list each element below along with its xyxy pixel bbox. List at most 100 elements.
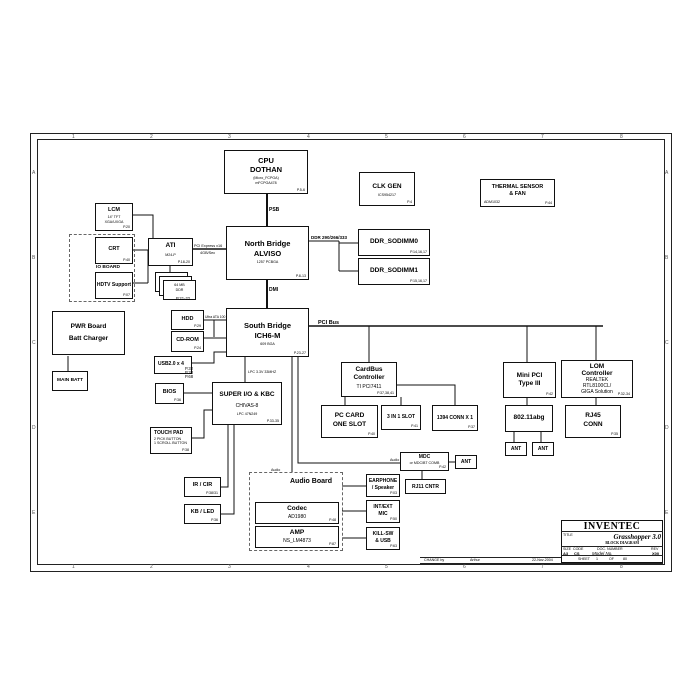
sodimm1-block[interactable]: DDR_SODIMM1 P.15,16,17 (358, 258, 430, 285)
vram-block[interactable]: 64 MB DDR (163, 280, 196, 300)
row-tick-d: D (32, 425, 36, 431)
title-block-bottom-line (420, 563, 663, 564)
rj45-title1: RJ45 (585, 412, 601, 419)
row-tick-e: E (32, 510, 36, 516)
pci-bus-label: PCI Bus (318, 320, 340, 326)
wifi-title: 802.11abg (513, 414, 545, 421)
northbridge-block[interactable]: North Bridge ALVISO 1257 PCBGA P.8-13 (226, 226, 309, 280)
thermal-title2: & FAN (509, 191, 526, 197)
superio-detail1: CHIVAS-8 (235, 403, 259, 409)
company-name: INVENTEC (583, 521, 641, 532)
cpu-title: CPU (258, 156, 274, 165)
pwrboard-block[interactable]: PWR Board Batt Charger (52, 311, 125, 355)
thermal-block[interactable]: THERMAL SENSOR & FAN ADM1032 P.44 (480, 179, 555, 207)
southbridge-block[interactable]: South Bridge ICH6-M 609 BGA P.23-27 (226, 308, 309, 357)
touchpad-detail1: 2 PICK BUTTON (154, 437, 182, 441)
cpu-detail2: mFCPGA478 (255, 181, 277, 185)
sodimm0-page: P.14,16,17 (410, 250, 427, 254)
lom-detail3: GIGA Solution (581, 389, 613, 395)
cardbus-block[interactable]: CardBus Controller TI PCI7411 P.37,38,41 (341, 362, 397, 397)
wire-ircir (221, 425, 229, 488)
sheet-value: 1 (596, 557, 598, 561)
rj11-block[interactable]: RJ11 CNTR (405, 479, 446, 494)
row-tick-a-r: A (665, 170, 669, 176)
earphone-block[interactable]: EARPHONE / Speaker P.03 (366, 474, 400, 497)
pccard-block[interactable]: PC CARD ONE SLOT P.40 (321, 405, 378, 438)
sodimm0-title: DDR_SODIMM0 (369, 238, 419, 245)
size-value: A3 (563, 551, 569, 556)
codec-title: Codec (287, 505, 307, 512)
kbled-block[interactable]: KB / LED P.36 (184, 504, 221, 524)
wire-touchpad (192, 409, 212, 439)
minipci-title1: Mini PCI (516, 372, 543, 379)
col-tick-8: 8 (620, 134, 623, 140)
title-block-line-3 (561, 555, 663, 556)
codec-detail: AD1980 (287, 514, 307, 520)
threeinone-title: 3 IN 1 SLOT (386, 414, 416, 420)
clkgen-page: P.4 (407, 200, 412, 204)
bios-page: P.36 (174, 398, 181, 402)
intext-title1: INT/EXT (373, 504, 393, 510)
audio-board-group (249, 472, 343, 551)
conn1394-block[interactable]: 1394 CONN X 1 P.37 (432, 405, 478, 431)
killsw-block[interactable]: KILL-SW & USB P.63 (366, 527, 400, 550)
lcm-block[interactable]: LCM 14" TFT XGA/UXGA P.20 (95, 203, 133, 231)
ant3-title: ANT (460, 459, 472, 465)
rj45-block[interactable]: RJ45 CONN P.35 (565, 405, 621, 438)
clkgen-block[interactable]: CLK GEN ICS954217 P.4 (359, 172, 415, 206)
touchpad-block[interactable]: TOUCH PAD 2 PICK BUTTON 1 SCROLL BUTTON … (150, 427, 192, 454)
vram-page: P.21-22 (176, 296, 191, 301)
amp-block[interactable]: AMP NS_LM4873 P.87 (255, 526, 339, 548)
amp-title: AMP (289, 529, 305, 536)
ati-detail: M24-P (165, 253, 176, 257)
threeinone-block[interactable]: 3 IN 1 SLOT P.41 (381, 405, 421, 430)
sodimm1-page: P.15,16,17 (410, 279, 427, 283)
cdrom-block[interactable]: CD-ROM P.24 (171, 331, 204, 352)
date-value: 22-Nov-2004 (532, 558, 553, 562)
killsw-title2: & USB (375, 538, 391, 544)
ant2-block[interactable]: ANT (532, 442, 554, 456)
touchpad-title: TOUCH PAD (154, 430, 184, 436)
conn1394-page: P.37 (468, 425, 475, 429)
cdrom-page: P.24 (194, 346, 201, 350)
ant3-block[interactable]: ANT (455, 455, 477, 469)
ircir-block[interactable]: IR / CIR P.38/31 (184, 477, 221, 497)
crt-page: P.40 (123, 258, 130, 262)
vram-line1: 64 MB (174, 283, 185, 287)
ati-block[interactable]: ATI M24-P P.18-20 (148, 238, 193, 266)
cpu-subtitle: DOTHAN (249, 165, 283, 174)
of-label: OF (609, 557, 614, 561)
mainbatt-title: MAIN BATT (56, 378, 84, 383)
southbridge-title1: South Bridge (243, 321, 292, 330)
minipci-title2: Type III (518, 380, 541, 387)
col-tick-1: 1 (72, 134, 75, 140)
usb-page-3: P.68 (185, 374, 194, 379)
codec-block[interactable]: Codec AD1980 P.48 (255, 502, 339, 524)
intext-mic-block[interactable]: INT/EXT MIC P.50 (366, 500, 400, 523)
ant1-block[interactable]: ANT (505, 442, 527, 456)
crt-block[interactable]: CRT P.40 (95, 237, 133, 264)
usb-page-2: P.33 (185, 370, 194, 375)
wifi-block[interactable]: 802.11abg (505, 405, 553, 432)
usb-block[interactable]: USB2.0 x 4 (154, 356, 192, 374)
mainbatt-block[interactable]: MAIN BATT (52, 371, 88, 391)
intext-page: P.50 (390, 517, 397, 521)
superio-block[interactable]: SUPER I/O & KBC CHIVAS-8 LPC 47N249 P.33… (212, 382, 282, 425)
hdtv-block[interactable]: HDTV Support P.07 (95, 272, 133, 299)
lom-block[interactable]: LOM Controller REALTEK RTL8100CL/ GIGA S… (561, 360, 633, 398)
of-value: 80 (623, 557, 627, 561)
col-tick-3b: 3 (228, 564, 231, 570)
cpu-block[interactable]: CPU DOTHAN (Micro_FCPGA) mFCPGA478 P.5-6 (224, 150, 308, 194)
bios-block[interactable]: BIOS P.36 (155, 383, 184, 404)
pcie-label: PCI Express x16 (194, 244, 223, 248)
pwrboard-title2: Batt Charger (68, 335, 109, 342)
vram-line2: DDR (175, 288, 184, 292)
mdc-block[interactable]: MDC or MDC/BT COMB P.42 (400, 452, 449, 471)
drawing-frame (30, 133, 672, 572)
ddr-label: DDR 290/266/333 (311, 235, 348, 240)
hdd-block[interactable]: HDD P.29 (171, 310, 204, 330)
minipci-block[interactable]: Mini PCI Type III P.42 (503, 362, 556, 398)
northbridge-detail: 1257 PCBGA (256, 260, 279, 264)
southbridge-detail: 609 BGA (260, 342, 275, 346)
sodimm0-block[interactable]: DDR_SODIMM0 P.14,16,17 (358, 229, 430, 256)
